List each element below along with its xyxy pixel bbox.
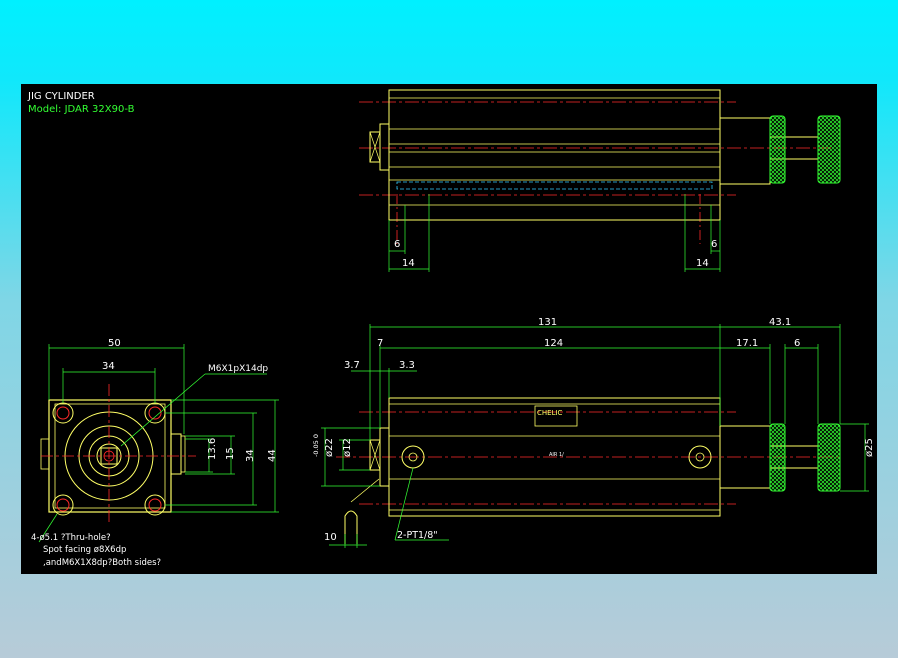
hole-note-1: 4-ø5.1 ?Thru-hole? — [31, 533, 111, 543]
dim-side-total-131: 131 — [538, 317, 557, 328]
cad-drawing: JIG CYLINDER Model: JDAR 32X90-B — [21, 84, 877, 574]
dim-rod-17-1: 17.1 — [736, 338, 758, 349]
dim-dia-22-tolerance: -0.05 0 — [312, 434, 320, 457]
thread-callout: M6X1pX14dp — [208, 364, 268, 374]
dim-top-right-14: 14 — [696, 258, 709, 269]
dim-side-3-7: 3.7 — [344, 360, 360, 371]
dim-side-7: 7 — [377, 338, 383, 349]
hole-note-2: Spot facing ø8X6dp — [43, 545, 126, 555]
dim-end-height-15: 15 — [225, 447, 236, 460]
dim-rod-6: 6 — [794, 338, 800, 349]
dim-dia-12: ø12 — [342, 438, 353, 457]
end-view — [38, 344, 279, 543]
drawing-title: JIG CYLINDER — [27, 91, 95, 102]
model-label: Model: JDAR 32X90-B — [28, 104, 135, 115]
dim-end-height-34: 34 — [245, 449, 256, 462]
dim-dia-25: ø25 — [864, 438, 875, 457]
port-callout: 2-PT1/8" — [397, 530, 438, 541]
logo-plate-text: CHELIC — [537, 409, 563, 417]
dim-side-body-124: 124 — [544, 338, 563, 349]
dim-top-right-6: 6 — [711, 239, 717, 250]
dim-end-height-13-6: 13.6 — [207, 438, 218, 460]
top-view — [359, 89, 841, 272]
dim-end-width-50: 50 — [108, 338, 121, 349]
dim-offset-10: 10 — [324, 532, 337, 543]
dim-end-width-34: 34 — [102, 361, 115, 372]
dim-side-3-3: 3.3 — [399, 360, 415, 371]
hole-note-3: ,andM6X1X8dp?Both sides? — [43, 558, 161, 568]
dim-top-left-14: 14 — [402, 258, 415, 269]
cad-canvas: JIG CYLINDER Model: JDAR 32X90-B — [27, 89, 875, 568]
dim-dia-22: ø22 — [324, 438, 335, 457]
dim-rod-43-1: 43.1 — [769, 317, 791, 328]
small-body-label: AIR 1/ — [549, 452, 564, 458]
side-view — [321, 324, 869, 548]
dim-end-height-44: 44 — [267, 449, 278, 462]
dim-top-left-6: 6 — [394, 239, 400, 250]
